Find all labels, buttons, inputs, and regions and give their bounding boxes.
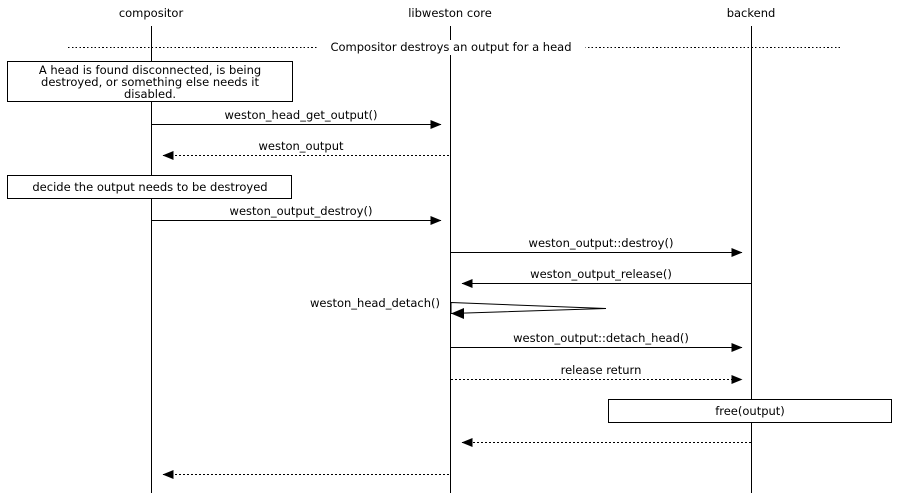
note-free-output-line-1: free(output) <box>715 404 785 418</box>
msg-weston-output-release: weston_output_release() <box>461 267 751 288</box>
msg-weston-output-destroy-label: weston_output_destroy() <box>230 204 373 218</box>
actor-label-compositor: compositor <box>119 6 184 20</box>
note-decide-destroy: decide the output needs to be destroyed <box>7 175 292 199</box>
msg-weston-output-detach-head-label: weston_output::detach_head() <box>513 331 689 345</box>
msg-release-return-label: release return <box>561 363 642 377</box>
msg-weston-head-get-output: weston_head_get_output() <box>152 108 442 129</box>
msg-weston-head-detach-arrowhead <box>451 308 464 319</box>
msg-weston-output-detach-head: weston_output::detach_head() <box>451 331 743 352</box>
actor-label-libweston-core: libweston core <box>408 6 492 20</box>
msg-weston-output-return: weston_output <box>162 139 449 160</box>
note-head-disconnected-box <box>7 61 293 102</box>
note-head-disconnected: A head is found disconnected, is being d… <box>7 61 293 102</box>
msg-weston-head-detach-label: weston_head_detach() <box>310 296 440 310</box>
msg-weston-output-release-label: weston_output_release() <box>530 267 672 281</box>
note-head-disconnected-line-3: disabled. <box>124 87 176 101</box>
msg-weston-head-detach-loop <box>450 301 607 315</box>
msg-weston-output-destroy: weston_output_destroy() <box>152 204 442 225</box>
msg-weston-output-destroy-vfunc-label: weston_output::destroy() <box>529 236 674 250</box>
msg-release-return: release return <box>451 363 743 384</box>
actor-headers: compositor libweston core backend <box>119 6 775 20</box>
note-decide-destroy-line-1: decide the output needs to be destroyed <box>32 180 267 194</box>
section-divider: Compositor destroys an output for a head <box>68 40 840 55</box>
msg-weston-output-return-label: weston_output <box>259 139 344 153</box>
note-free-output-box <box>608 399 892 423</box>
actor-label-backend: backend <box>727 6 776 20</box>
msg-weston-output-destroy-vfunc: weston_output::destroy() <box>451 236 743 257</box>
msg-weston-head-detach: weston_head_detach() <box>310 296 607 319</box>
note-free-output: free(output) <box>608 399 892 423</box>
note-decide-destroy-box <box>7 175 292 199</box>
note-head-disconnected-line-1: A head is found disconnected, is being <box>39 63 261 77</box>
msg-weston-head-get-output-label: weston_head_get_output() <box>224 108 377 122</box>
note-head-disconnected-line-2: destroyed, or something else needs it <box>41 75 259 89</box>
divider-label: Compositor destroys an output for a head <box>330 40 571 54</box>
